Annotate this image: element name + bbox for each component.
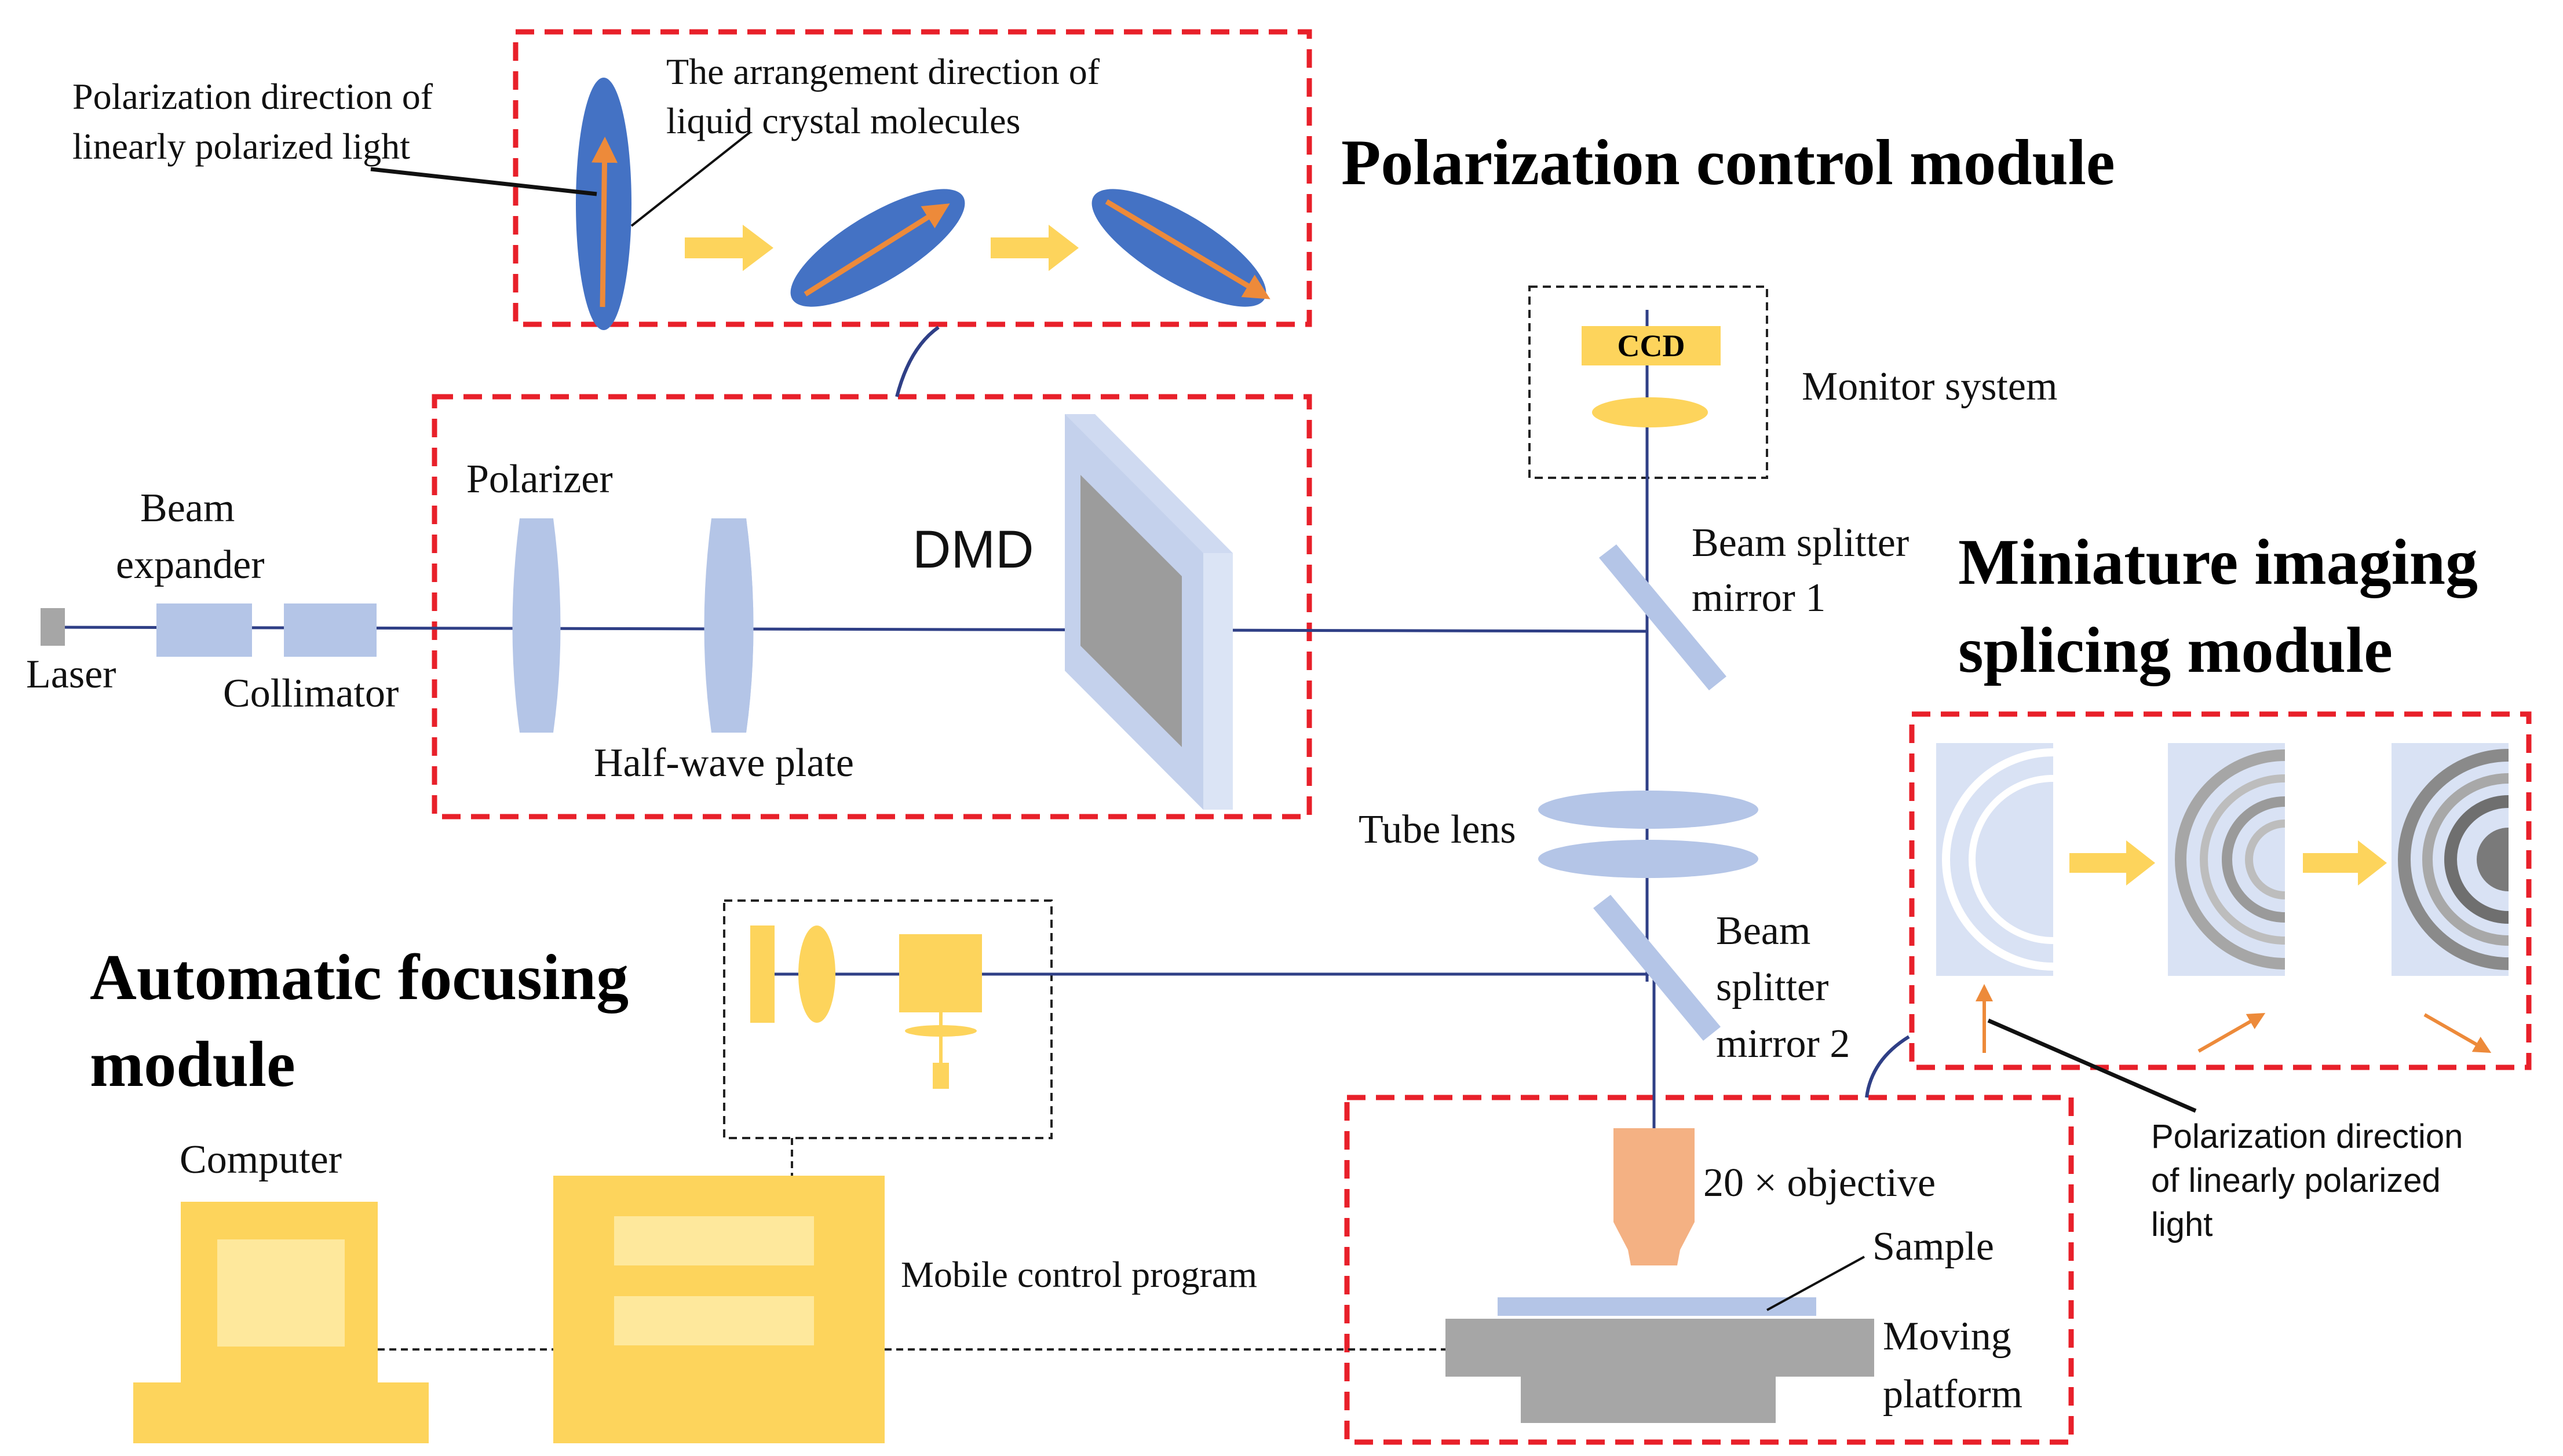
sample-slide xyxy=(1498,1297,1816,1316)
autofocus-small-lens xyxy=(905,1025,977,1037)
dmd-mirror-area xyxy=(1080,475,1182,747)
moving-platform-base xyxy=(1521,1377,1776,1423)
computer-base xyxy=(133,1382,429,1443)
lc-orientation-arrow-2 xyxy=(804,203,950,297)
dmd-path-module-box xyxy=(432,394,1312,820)
moving-platform-top xyxy=(1445,1319,1874,1377)
half-wave-plate-label: Half-wave plate xyxy=(594,741,854,785)
objective-lens xyxy=(1613,1128,1695,1265)
ccd-lens xyxy=(1592,397,1708,427)
splice-panel-3 xyxy=(2392,743,2509,976)
pol-dir-right-label: Polarization direction of linearly polar… xyxy=(2151,1118,2473,1243)
collimator xyxy=(284,603,377,657)
beam-splitter-mirror-2 xyxy=(1593,895,1721,1041)
pol-direction-pointer-top xyxy=(370,167,597,196)
laser-label: Laser xyxy=(26,652,116,697)
beam-splitter-2-label: Beam splitter mirror 2 xyxy=(1716,909,1850,1066)
miniature-imaging-title: Miniature imaging splicing module xyxy=(1958,526,2494,686)
autofocus-lens xyxy=(798,925,835,1023)
objective-label: 20 × objective xyxy=(1703,1161,1936,1205)
dmd-label: DMD xyxy=(912,520,1034,579)
controller-slot-2 xyxy=(614,1296,814,1345)
yellow-arrow-3 xyxy=(2069,840,2155,886)
lc-arrangement-label: The arrangement direction of liquid crys… xyxy=(666,51,1109,141)
ccd-label: CCD xyxy=(1618,328,1685,363)
sample-label: Sample xyxy=(1872,1224,1994,1269)
beam-splitter-mirror-1 xyxy=(1599,544,1726,690)
splice-panel-2 xyxy=(2168,743,2285,976)
pol-direction-pointer-right xyxy=(1987,1018,2197,1113)
tube-lens-label: Tube lens xyxy=(1359,807,1516,852)
lc-molecule-3 xyxy=(1091,189,1266,307)
autofocus-pin xyxy=(933,1063,949,1089)
beam-splitter-1-label: Beam splitter mirror 1 xyxy=(1692,521,1919,620)
beam-expander-label: Beam expander xyxy=(116,486,265,587)
laser-source xyxy=(41,608,65,646)
sample-pointer xyxy=(1766,1256,1865,1311)
beam-expander xyxy=(156,603,252,657)
mobile-control-label: Mobile control program xyxy=(901,1254,1257,1295)
polarization-control-title: Polarization control module xyxy=(1341,127,2115,199)
dmd-side xyxy=(1203,553,1233,810)
yellow-arrow-1 xyxy=(685,225,773,271)
connector-polarization-to-dmd xyxy=(895,325,940,397)
polarizer-lens xyxy=(512,518,561,733)
autofocus-light-source xyxy=(899,934,982,1012)
computer-screen xyxy=(217,1239,345,1347)
pol-dir-top-label: Polarization direction of linearly polar… xyxy=(72,76,442,167)
monitor-system-label: Monitor system xyxy=(1802,364,2057,409)
polarization-control-module-box xyxy=(513,29,1312,327)
pol-arrow-panel-3 xyxy=(2423,1013,2492,1053)
lc-orientation-arrow-1 xyxy=(591,137,618,308)
autofocus-detector xyxy=(750,925,775,1023)
polarizer-label: Polarizer xyxy=(466,457,613,502)
computer-label: Computer xyxy=(180,1137,342,1182)
pol-arrow-panel-2 xyxy=(2197,1013,2266,1053)
tube-lens-lower xyxy=(1538,840,1758,878)
autofocus-box xyxy=(723,899,1053,1139)
half-wave-plate-shape xyxy=(704,518,754,733)
stage-module-box xyxy=(1344,1095,2074,1445)
tube-lens-upper xyxy=(1538,791,1758,829)
yellow-arrow-2 xyxy=(991,225,1079,271)
lc-arrangement-pointer xyxy=(630,131,751,227)
controller-slot-1 xyxy=(614,1216,814,1265)
ccd-sensor xyxy=(1582,326,1721,365)
miniature-imaging-module-box xyxy=(1909,711,2532,1070)
automatic-focusing-title: Automatic focusing module xyxy=(90,942,645,1100)
yellow-arrow-4 xyxy=(2303,840,2387,886)
collimator-label: Collimator xyxy=(223,671,399,716)
connector-splitter-to-imaging xyxy=(1865,1035,1910,1098)
lc-orientation-arrow-3 xyxy=(1105,199,1270,299)
splice-panel-1 xyxy=(1936,743,2053,976)
moving-platform-label: Moving platform xyxy=(1883,1314,2022,1417)
